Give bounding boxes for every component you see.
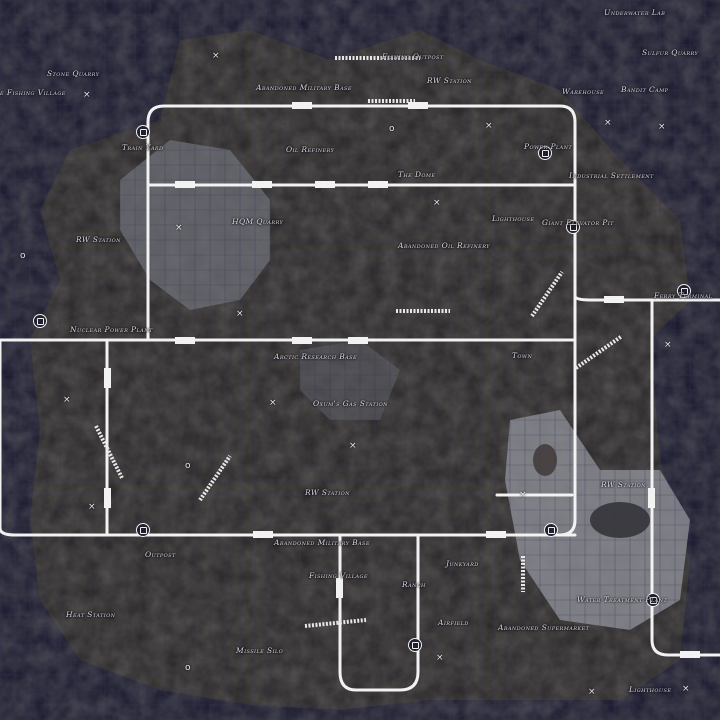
place-label: Industrial Settlement: [569, 171, 654, 180]
place-label: Ferry Terminal: [654, 291, 713, 300]
map-marker-x[interactable]: ×: [485, 121, 493, 131]
place-label: Abandoned Oil Refinery: [398, 241, 490, 250]
place-label: Underwater Lab: [604, 8, 666, 17]
place-label: Lighthouse: [492, 214, 535, 223]
map-marker-x[interactable]: ×: [436, 653, 444, 663]
map-marker-x[interactable]: ×: [63, 395, 71, 405]
place-label: Water Treatment Plant: [577, 595, 668, 604]
map-marker-o[interactable]: o: [389, 124, 395, 134]
map-marker-x[interactable]: ×: [588, 687, 596, 697]
place-label: RW Station: [76, 235, 121, 244]
crater: [590, 502, 650, 538]
place-label: Missile Silo: [236, 646, 284, 655]
place-label: Heat Station: [66, 610, 116, 619]
map-marker-x[interactable]: ×: [664, 340, 672, 350]
map-marker-x[interactable]: ×: [212, 51, 220, 61]
place-label: The Dome: [398, 170, 436, 179]
map-marker-x[interactable]: ×: [175, 223, 183, 233]
train-station-icon[interactable]: [677, 284, 691, 298]
train-station-icon[interactable]: [408, 638, 422, 652]
train-station-icon[interactable]: [544, 523, 558, 537]
rail-north-loop: [146, 104, 577, 342]
place-label: Stone Quarry: [47, 69, 100, 78]
pit: [533, 444, 557, 476]
map-marker-x[interactable]: ×: [682, 684, 690, 694]
place-label: RW Station: [427, 76, 472, 85]
train-station-icon[interactable]: [136, 125, 150, 139]
train-station-icon[interactable]: [646, 593, 660, 607]
place-label: Giant Elevator Pit: [542, 218, 614, 227]
map-marker-x[interactable]: ×: [658, 122, 666, 132]
map-marker-o[interactable]: o: [185, 663, 191, 673]
place-label: Fishing Outpost: [382, 52, 444, 61]
place-label: RW Station: [601, 480, 646, 489]
place-label: Town: [512, 351, 533, 360]
tunnels: [94, 56, 624, 628]
map-marker-x[interactable]: ×: [433, 198, 441, 208]
map-marker-x[interactable]: ×: [88, 502, 96, 512]
place-label: Airfield: [438, 618, 469, 627]
place-label: Junkyard: [446, 559, 479, 568]
place-label: Oil Refinery: [286, 145, 335, 154]
place-label: Fishing Village: [309, 571, 368, 580]
map-marker-x[interactable]: ×: [236, 309, 244, 319]
map-marker-x[interactable]: ×: [519, 490, 527, 500]
train-station-icon[interactable]: [538, 146, 552, 160]
place-label: e Fishing Village: [0, 88, 66, 97]
rail-far-east-loop: [650, 298, 720, 657]
map-marker-o[interactable]: o: [20, 251, 26, 261]
train-station-icon[interactable]: [136, 523, 150, 537]
place-label: Lighthouse: [629, 685, 672, 694]
map-marker-x[interactable]: ×: [349, 441, 357, 451]
train-station-icon[interactable]: [33, 314, 47, 328]
place-label: Train Yard: [122, 143, 164, 152]
place-label: Bandit Camp: [621, 85, 669, 94]
rail-east-vertical: [558, 294, 577, 537]
place-label: Abandoned Military Base: [274, 538, 370, 547]
place-label: Warehouse: [562, 87, 605, 96]
place-label: Abandoned Supermarket: [498, 623, 590, 632]
rail-southwest-box: [0, 338, 577, 537]
place-label: Power Plant: [524, 142, 573, 151]
place-label: Sulfur Quarry: [642, 48, 699, 57]
map-marker-o[interactable]: o: [185, 461, 191, 471]
train-station-icon[interactable]: [566, 220, 580, 234]
place-label: Abandoned Military Base: [256, 83, 352, 92]
place-label: Outpost: [145, 550, 176, 559]
place-label: Nuclear Power Plant: [70, 325, 153, 334]
rail-stops: [104, 102, 700, 658]
map-marker-x[interactable]: ×: [269, 398, 277, 408]
place-label: Arctic Research Base: [274, 352, 358, 361]
map-marker-x[interactable]: ×: [604, 118, 612, 128]
place-label: HQM Quarry: [232, 217, 284, 226]
map-marker-x[interactable]: ×: [83, 90, 91, 100]
place-label: Oxum's Gas Station: [313, 399, 388, 408]
rail-south-loop: [338, 533, 420, 692]
place-label: Ranch: [402, 580, 426, 589]
place-label: RW Station: [305, 488, 350, 497]
